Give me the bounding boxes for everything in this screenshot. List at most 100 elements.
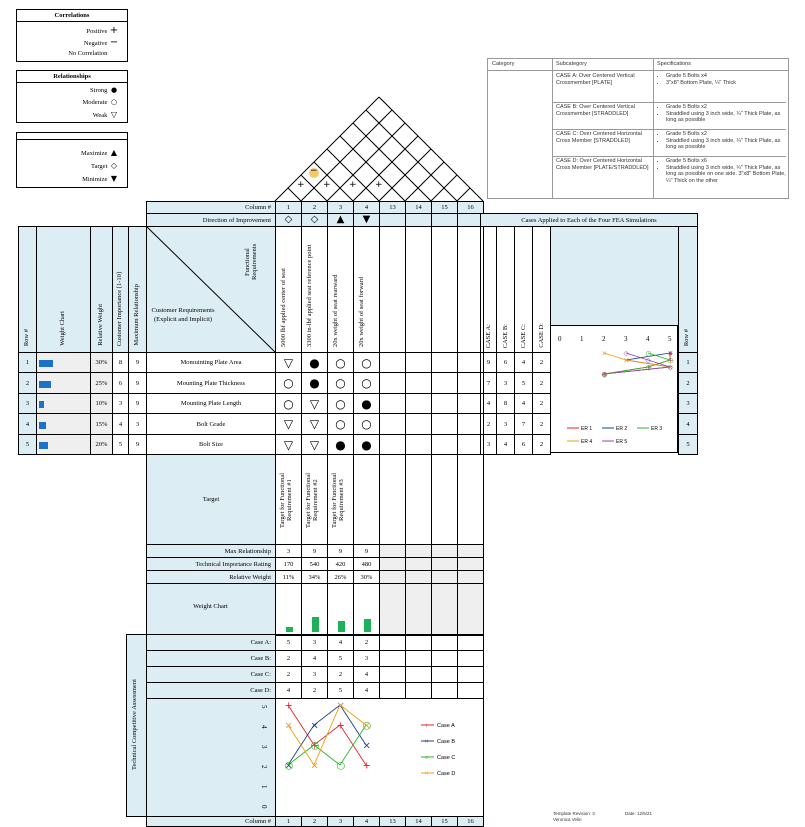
- subcategory-cell: CASE D: Over Centered Horizontal Cross M…: [556, 158, 649, 171]
- competitive-point-marker: ×: [363, 721, 371, 732]
- moderate-label: Moderate: [82, 99, 108, 106]
- er-chart-panel: [550, 325, 678, 453]
- competitive-point-marker: ×: [285, 721, 293, 732]
- competitive-point-marker: +: [285, 701, 293, 712]
- competitive-axis-tick: 5: [260, 705, 268, 709]
- strong-dot-icon: ●: [110, 86, 118, 94]
- er-axis-tick: 4: [646, 335, 650, 343]
- er-point-marker: ◇: [668, 364, 674, 372]
- subcategory-cell: CASE B: Over Centered Vertical Crossmemb…: [556, 104, 635, 117]
- strong-label: Strong: [90, 87, 108, 94]
- template-revision: Template Revision: 3: [553, 811, 595, 816]
- er-point-marker: ○: [646, 364, 652, 372]
- specifications-header: Specifications: [657, 61, 691, 67]
- weight-bar: [39, 360, 53, 367]
- template-date: Date: 12/5/21: [625, 811, 653, 816]
- er-legend-label: ER 5: [616, 439, 627, 445]
- competitive-legend-label: Case D: [437, 771, 455, 777]
- competitive-point-marker: ○: [285, 761, 294, 772]
- competitive-series-line: [287, 724, 367, 766]
- er-axis-tick: 1: [580, 335, 584, 343]
- positive-correlation-icon: +: [375, 180, 383, 190]
- er-point-marker: ×: [668, 364, 674, 372]
- competitive-point-marker: ×: [311, 721, 319, 732]
- row-number-right: 5: [678, 434, 698, 455]
- competitive-series-line: [287, 704, 367, 766]
- direction-legend: Maximize ▲ Target ◇ Minimize ▼: [16, 132, 128, 188]
- target-label: Target: [90, 163, 108, 170]
- negative-correlation-icon: −: [310, 166, 318, 176]
- no-correlation-label: No Correlation: [68, 50, 108, 57]
- spec-list: Grade 5 Bolts x2Straddled using 3 inch w…: [656, 131, 786, 151]
- competitive-legend-marker: ×: [425, 738, 429, 746]
- weight-chart-bar: [312, 617, 319, 632]
- competitive-axis-tick: 1: [260, 785, 268, 789]
- er-point-marker: ○: [646, 350, 652, 358]
- er-series-line: [603, 352, 671, 375]
- spec-item: Straddled using 3 inch wide, ¼" Thick Pl…: [666, 111, 786, 124]
- subcategory-cell: CASE C: Over Centered Horizontal Cross M…: [556, 131, 642, 144]
- er-axis-tick: 5: [668, 335, 672, 343]
- competitive-point-marker: +: [363, 761, 371, 772]
- relationships-title: Relationships: [17, 73, 127, 83]
- er-point-marker: ×: [602, 371, 608, 379]
- target-diamond-icon: ◇: [110, 161, 118, 170]
- subcategory-header: Subcategory: [556, 61, 587, 67]
- correlations-title: Correlations: [17, 12, 127, 22]
- specification-table: Category Subcategory Specifications CASE…: [487, 58, 789, 199]
- competitive-point-marker: ○: [311, 741, 320, 752]
- er-point-marker: ◇: [624, 350, 630, 358]
- competitive-axis-tick: 0: [260, 805, 268, 809]
- competitive-axis-tick: 3: [260, 745, 268, 749]
- competitive-axis-tick: 2: [260, 765, 268, 769]
- minimize-label: Minimize: [82, 176, 108, 183]
- spec-item: Grade 5 Bolts x2: [666, 131, 786, 138]
- weight-bar: [39, 380, 51, 388]
- er-point-marker: ×: [602, 350, 608, 358]
- weight-chart-cell: [457, 583, 484, 636]
- weight-bar: [39, 401, 44, 408]
- spec-item: 3"x8" Bottom Plate, ¼" Thick: [666, 80, 786, 87]
- weight-chart-bar: [364, 618, 371, 632]
- competitive-legend-label: Case B: [437, 739, 455, 745]
- competitive-axis-tick: 4: [260, 725, 268, 729]
- relative-weight: 20%: [90, 434, 113, 455]
- spec-item: Grade 5 Bolts x2: [666, 104, 786, 111]
- weight-chart-bar: [286, 627, 293, 632]
- competitive-point-marker: ○: [363, 721, 372, 732]
- maximize-triangle-icon: ▲: [110, 148, 118, 157]
- er-point-marker: ×: [668, 364, 674, 372]
- weight-chart-label-cell: [146, 583, 276, 636]
- plus-icon: +: [109, 25, 119, 36]
- minus-icon: −: [109, 37, 119, 48]
- er-point-marker: ×: [668, 350, 674, 358]
- er-axis-tick: 2: [602, 335, 606, 343]
- weight-bar: [39, 442, 49, 449]
- er-legend-label: ER 3: [651, 426, 662, 432]
- maximize-label: Maximize: [81, 150, 108, 157]
- template-author: Veronica Velin: [553, 817, 582, 822]
- weak-label: Weak: [92, 112, 108, 119]
- weight-chart-label: Weight Chart: [193, 603, 228, 610]
- positive-correlation-icon: +: [323, 180, 331, 190]
- competitive-point-marker: ○: [337, 761, 346, 772]
- spec-item: Straddled using 3 inch wide, ¼" Thick Pl…: [666, 165, 786, 185]
- customer-requirements-label: Customer Requirements (Explicit and Impl…: [151, 307, 215, 323]
- er-axis-tick: 3: [624, 335, 628, 343]
- er-point-marker: +: [646, 364, 652, 372]
- er-legend-label: ER 1: [581, 426, 592, 432]
- subcategory-cell: CASE A: Over Centered Vertical Crossmemb…: [556, 73, 635, 86]
- category-header: Category: [492, 61, 515, 67]
- spec-item: Grade 5 Bolts x6: [666, 158, 786, 165]
- er-point-marker: +: [668, 350, 674, 358]
- weight-bar: [39, 421, 46, 429]
- minimize-triangle-icon: ▼: [110, 174, 118, 183]
- competitive-legend-marker: ○: [425, 754, 429, 762]
- er-legend-label: ER 2: [616, 426, 627, 432]
- competitive-legend-label: Case C: [437, 755, 455, 761]
- positive-label: Positive: [86, 28, 108, 35]
- competitive-legend-marker: +: [425, 722, 429, 730]
- er-legend-label: ER 4: [581, 439, 592, 445]
